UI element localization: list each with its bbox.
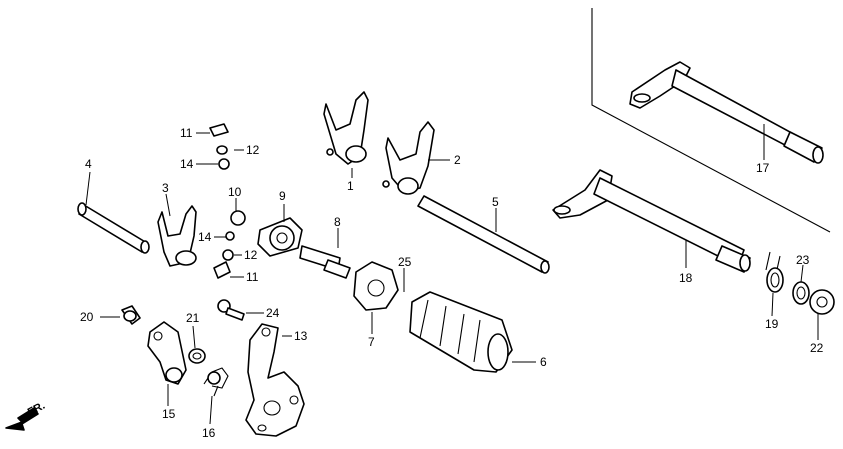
- callout-16: 16: [202, 426, 216, 440]
- callout-14a: 14: [180, 157, 194, 171]
- bolt-plate: [217, 299, 245, 321]
- guide-plate: [245, 323, 305, 437]
- shift-drum-center: [257, 217, 303, 257]
- callout-12b: 12: [244, 248, 258, 262]
- front-direction-label: FR.: [26, 400, 47, 419]
- shift-fork-left: [157, 205, 197, 267]
- guide-pin-lower: [213, 210, 246, 279]
- callout-22: 22: [810, 341, 824, 355]
- inset-boundary: [591, 8, 831, 233]
- drum-shaft: [299, 245, 351, 279]
- shift-spindle-lower: [552, 169, 751, 273]
- callout-5: 5: [492, 195, 499, 209]
- arrow-down-left-icon: [5, 407, 39, 431]
- stopper-spring: [203, 367, 229, 397]
- washer: [809, 289, 835, 315]
- stopper-arm: [147, 321, 187, 385]
- callout-8: 8: [334, 215, 341, 229]
- callout-17: 17: [756, 161, 770, 175]
- callout-14b: 14: [198, 230, 212, 244]
- bolt-stopper: [121, 305, 141, 325]
- callout-15: 15: [162, 407, 176, 421]
- callout-1: 1: [347, 179, 354, 193]
- callout-13: 13: [294, 329, 308, 343]
- callout-7: 7: [368, 335, 375, 349]
- shift-spindle-upper: [629, 61, 824, 164]
- collar: [792, 281, 810, 305]
- callout-10: 10: [228, 185, 242, 199]
- shift-fork-right: [382, 121, 435, 195]
- callout-6: 6: [540, 355, 547, 369]
- guide-pin-upper: [209, 123, 230, 170]
- callout-20: 20: [80, 310, 94, 324]
- callout-3: 3: [162, 181, 169, 195]
- callout-18: 18: [679, 271, 693, 285]
- return-spring: [765, 251, 784, 293]
- callout-21: 21: [186, 311, 200, 325]
- shift-fork-shaft-short: [77, 202, 150, 254]
- shift-fork-shaft-long: [417, 195, 550, 274]
- callout-23: 23: [796, 253, 810, 267]
- callout-labels: 1 2 3 4 5 6 7 8 9 10 11 11 12 12 13 14 1…: [80, 126, 824, 440]
- leader-lines: [85, 124, 819, 425]
- cam-plate: [353, 261, 399, 311]
- callout-2: 2: [454, 153, 461, 167]
- callout-24: 24: [266, 306, 280, 320]
- shift-drum: [409, 291, 513, 373]
- callout-19: 19: [765, 317, 779, 331]
- callout-9: 9: [279, 189, 286, 203]
- callout-25: 25: [398, 255, 412, 269]
- callout-4: 4: [85, 157, 92, 171]
- callout-11b: 11: [246, 270, 259, 284]
- callout-11a: 11: [180, 126, 193, 140]
- callout-12a: 12: [246, 143, 260, 157]
- stopper-collar: [188, 348, 206, 364]
- shift-fork-center: [323, 91, 369, 165]
